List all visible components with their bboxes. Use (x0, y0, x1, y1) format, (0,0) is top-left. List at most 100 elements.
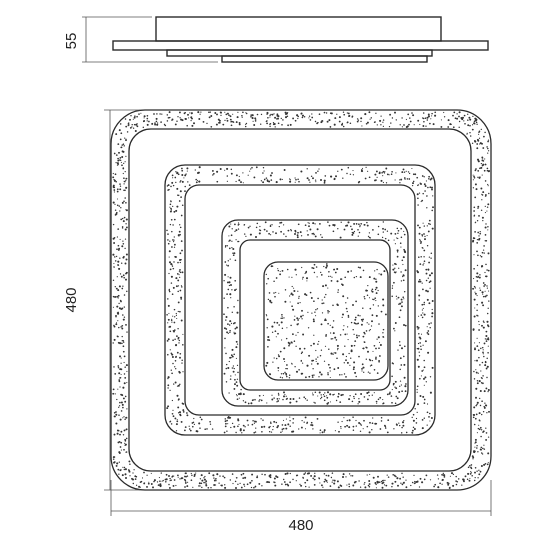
speckle-dot (301, 116, 304, 119)
speckle-dot (412, 429, 414, 432)
speckle-dot (384, 479, 386, 482)
speckle-dot (400, 347, 404, 350)
speckle-dot (120, 161, 122, 163)
speckle-dot (368, 297, 371, 299)
speckle-dot (350, 225, 352, 228)
speckle-dot (324, 478, 327, 481)
speckle-dot (317, 170, 319, 172)
speckle-dot (226, 430, 228, 432)
speckle-dot (352, 170, 354, 172)
speckle-dot (367, 398, 369, 401)
speckle-dot (300, 170, 303, 173)
speckle-dot (189, 429, 192, 432)
speckle-dot (224, 273, 227, 276)
speckle-dot (313, 475, 316, 478)
speckle-dot (180, 196, 182, 198)
speckle-dot (125, 323, 127, 326)
speckle-dot (313, 300, 315, 303)
speckle-dot (268, 430, 271, 433)
speckle-dot (203, 478, 206, 481)
speckle-dot (377, 233, 380, 236)
speckle-dot (430, 118, 432, 120)
speckle-dot (289, 179, 292, 181)
speckle-dot (402, 263, 404, 266)
speckle-dot (240, 486, 243, 489)
speckle-dot (177, 310, 179, 313)
speckle-dot (279, 270, 281, 272)
speckle-dot (207, 486, 210, 489)
speckle-dot (117, 244, 120, 247)
speckle-dot (351, 233, 354, 236)
speckle-dot (351, 400, 354, 403)
speckle-dot (402, 424, 405, 427)
speckle-dot (481, 413, 483, 416)
speckle-dot (373, 298, 375, 301)
speckle-dot (166, 229, 168, 232)
speckle-dot (123, 200, 125, 203)
speckle-dot (225, 113, 228, 116)
speckle-dot (311, 359, 314, 362)
speckle-dot (455, 483, 458, 486)
speckle-dot (443, 476, 446, 478)
speckle-dot (335, 399, 338, 402)
speckle-dot (169, 421, 171, 423)
speckle-dot (116, 162, 119, 165)
speckle-dot (322, 120, 324, 122)
speckle-dot (190, 116, 193, 119)
speckle-dot (114, 256, 116, 258)
speckle-dot (350, 321, 353, 324)
speckle-dot (175, 430, 178, 432)
speckle-dot (430, 272, 433, 275)
speckle-dot (120, 441, 123, 444)
speckle-dot (476, 345, 479, 348)
speckle-dot (113, 461, 116, 464)
speckle-dot (368, 358, 371, 361)
speckle-dot (486, 376, 488, 379)
speckle-dot (230, 172, 233, 175)
speckle-dot (477, 372, 479, 374)
speckle-dot (158, 477, 160, 479)
speckle-dot (230, 375, 232, 377)
speckle-dot (275, 421, 278, 424)
speckle-dot (363, 419, 365, 422)
speckle-dot (472, 174, 474, 176)
speckle-dot (412, 173, 415, 176)
speckle-dot (306, 168, 308, 170)
speckle-dot (421, 370, 424, 372)
speckle-dot (375, 483, 377, 486)
speckle-dot (476, 401, 479, 404)
speckle-dot (229, 378, 232, 380)
speckle-dot (298, 297, 300, 299)
speckle-dot (295, 345, 297, 347)
speckle-dot (213, 172, 215, 175)
speckle-dot (400, 482, 402, 484)
speckle-dot (475, 371, 478, 374)
speckle-dot (113, 433, 116, 436)
speckle-dot (405, 118, 407, 121)
speckle-dot (479, 289, 482, 292)
speckle-dot (230, 284, 232, 286)
speckle-dot (235, 229, 238, 232)
speckle-dot (286, 367, 288, 370)
speckle-dot (479, 255, 481, 257)
speckle-dot (391, 401, 393, 404)
speckle-dot (374, 270, 376, 272)
speckle-dot (118, 307, 121, 310)
speckle-dot (440, 125, 443, 128)
speckle-dot (419, 263, 422, 266)
speckle-dot (328, 271, 330, 273)
speckle-dot (288, 178, 291, 180)
speckle-dot (476, 147, 479, 150)
speckle-dot (421, 481, 424, 484)
speckle-dot (235, 288, 237, 290)
speckle-dot (422, 117, 425, 120)
speckle-dot (414, 408, 416, 410)
speckle-dot (466, 478, 469, 480)
speckle-dot (474, 441, 477, 444)
speckle-dot (277, 268, 279, 270)
speckle-dot (340, 425, 342, 428)
speckle-dot (473, 237, 476, 240)
speckle-dot (177, 194, 180, 197)
speckle-dot (116, 204, 119, 207)
speckle-dot (358, 355, 360, 358)
